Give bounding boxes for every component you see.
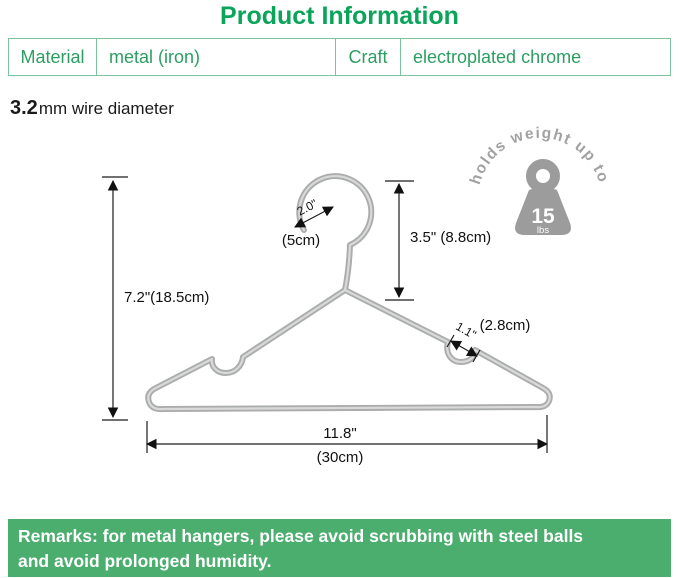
weight-capacity-badge: holds weight up to 15 lbs <box>467 125 612 236</box>
notch-arrow <box>450 340 478 357</box>
hanger-wire <box>145 173 553 413</box>
notch-tick-right <box>472 349 481 363</box>
dimension-bottom-width: 11.8" (30cm) <box>145 415 549 466</box>
remarks-banner: Remarks: for metal hangers, please avoid… <box>8 519 671 577</box>
wire-diameter-value: 3.2 <box>10 97 38 119</box>
weight-unit: lbs <box>537 225 549 236</box>
bottom-width-cm-label: (30cm) <box>317 449 364 466</box>
dimension-hook-width: 2.0" (5cm) <box>282 196 334 249</box>
hanger-body <box>145 287 553 413</box>
hanger-hook-highlight <box>298 175 373 292</box>
weight-body-icon <box>515 187 571 235</box>
weight-handle-icon <box>526 159 560 193</box>
dimension-hook-height: 3.5" (8.8cm) <box>385 180 491 301</box>
hanger-diagram: 7.2"(18.5cm) 3.5" (8.8cm) 2.0" (5cm) (2.… <box>102 125 612 466</box>
hanger-body-highlight <box>147 288 551 411</box>
notch-tick-left <box>446 334 455 348</box>
hook-width-arrow <box>294 206 334 228</box>
total-height-label: 7.2"(18.5cm) <box>124 289 209 306</box>
spec-label-material: Material <box>20 46 85 67</box>
notch-cm-label: (2.8cm) <box>480 317 531 334</box>
spec-value-craft: electroplated chrome <box>400 39 670 75</box>
wire-diameter-text: mm wire diameter <box>38 99 174 118</box>
wire-diameter-note: 3.2mm wire diameter <box>10 97 174 120</box>
hook-width-cm-label: (5cm) <box>282 232 320 249</box>
weight-arc-text: holds weight up to <box>467 125 612 187</box>
spec-label-craft: Craft <box>335 39 400 75</box>
remarks-line1: Remarks: for metal hangers, please avoid… <box>18 526 584 546</box>
dimension-total-height: 7.2"(18.5cm) <box>102 176 209 421</box>
spec-value-material: metal (iron) <box>96 39 335 75</box>
remarks-line2: and avoid prolonged humidity. <box>18 550 272 571</box>
bottom-width-inch-label: 11.8" <box>323 425 356 442</box>
hook-height-label: 3.5" (8.8cm) <box>410 229 491 246</box>
spec-table: Material metal (iron) Craft electroplate… <box>8 38 671 76</box>
weight-value: 15 <box>531 205 555 228</box>
notch-inch-label: 1.1" <box>453 319 478 342</box>
page-title: Product Information <box>220 2 459 30</box>
